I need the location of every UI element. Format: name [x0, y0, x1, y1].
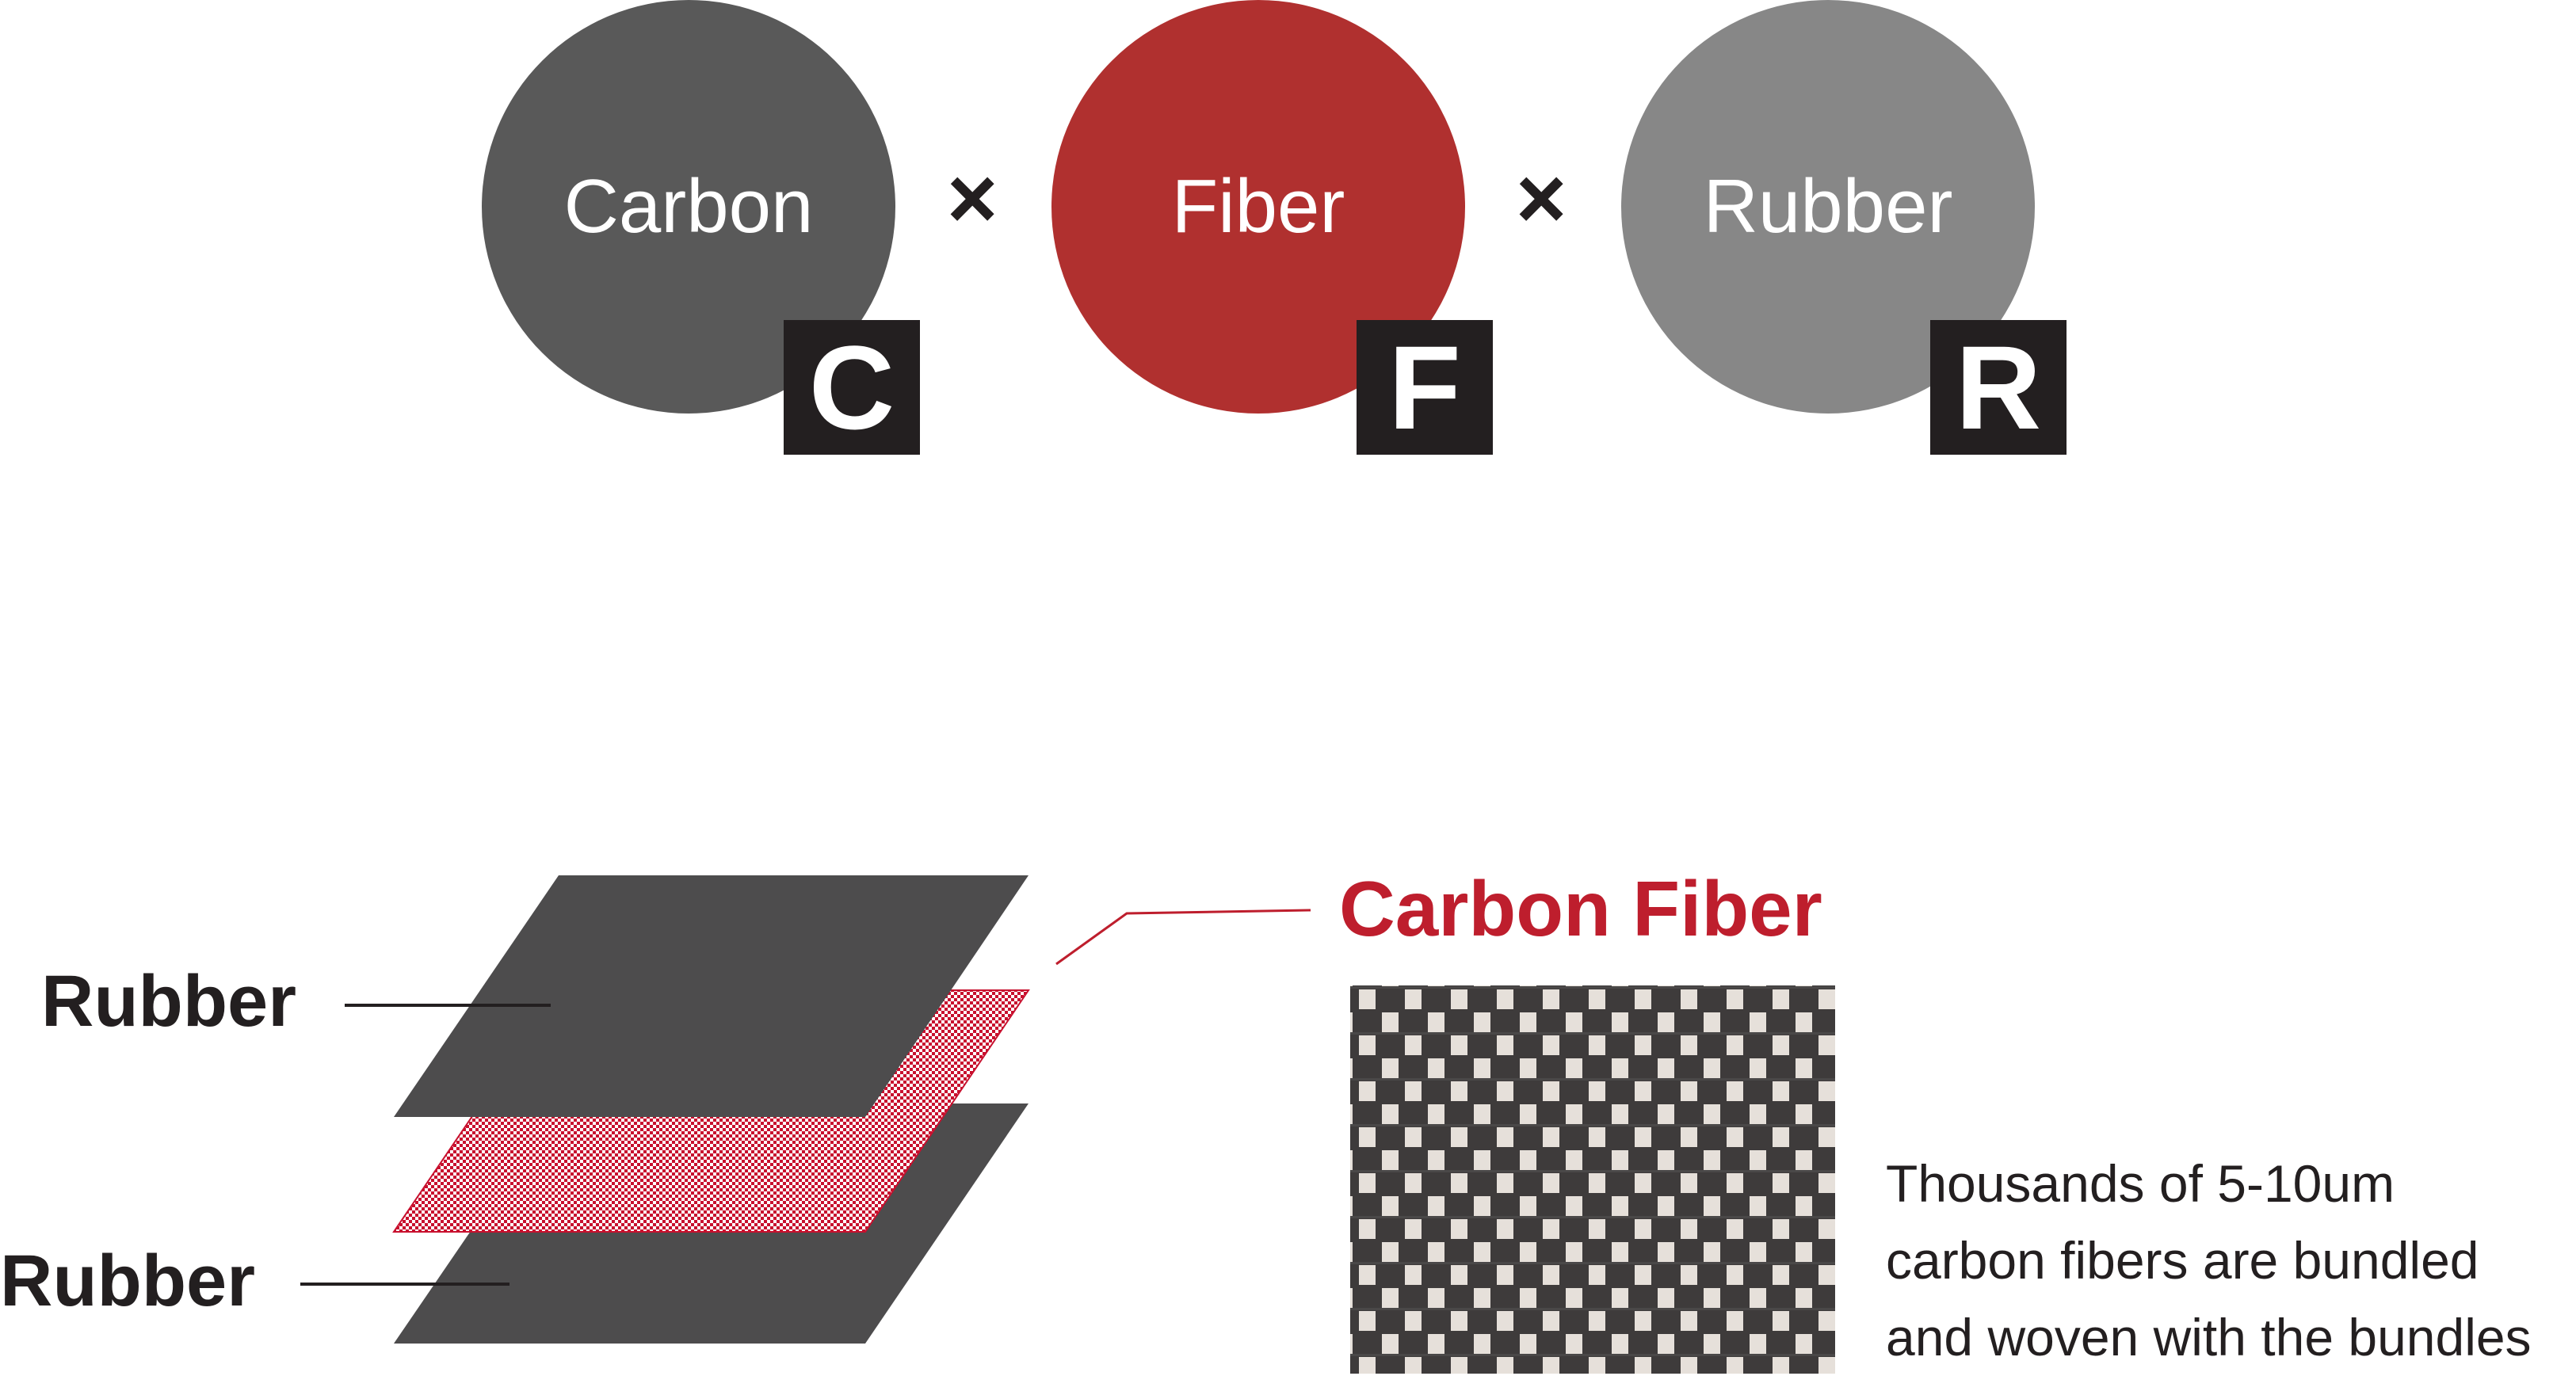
rubber-letter-badge: R	[1930, 320, 2067, 455]
description-line: Thousands of 5-10um	[1886, 1154, 2395, 1213]
carbon-fiber-leader	[1055, 909, 1311, 966]
description-line: and woven with the bundles	[1886, 1308, 2532, 1366]
fiber-label: Fiber	[1171, 164, 1345, 249]
top-rubber-label: Rubber	[41, 961, 296, 1042]
woven-carbon-fiber-image	[1350, 985, 1835, 1374]
carbon-fiber-description: Thousands of 5-10um carbon fibers are bu…	[1886, 1145, 2532, 1376]
multiply-sign: ×	[1516, 150, 1567, 247]
description-line: carbon fibers are bundled	[1886, 1231, 2479, 1290]
bottom-rubber-label: Rubber	[0, 1241, 255, 1321]
fiber-letter-badge: F	[1357, 320, 1493, 455]
multiply-sign: ×	[947, 150, 998, 247]
top-rubber-layer	[394, 875, 1028, 1117]
carbon-fiber-title: Carbon Fiber	[1339, 865, 1822, 952]
rubber-label: Rubber	[1703, 164, 1953, 249]
carbon-circle: Carbon	[482, 0, 895, 414]
carbon-label: Carbon	[563, 164, 814, 249]
carbon-letter-badge: C	[784, 320, 920, 455]
